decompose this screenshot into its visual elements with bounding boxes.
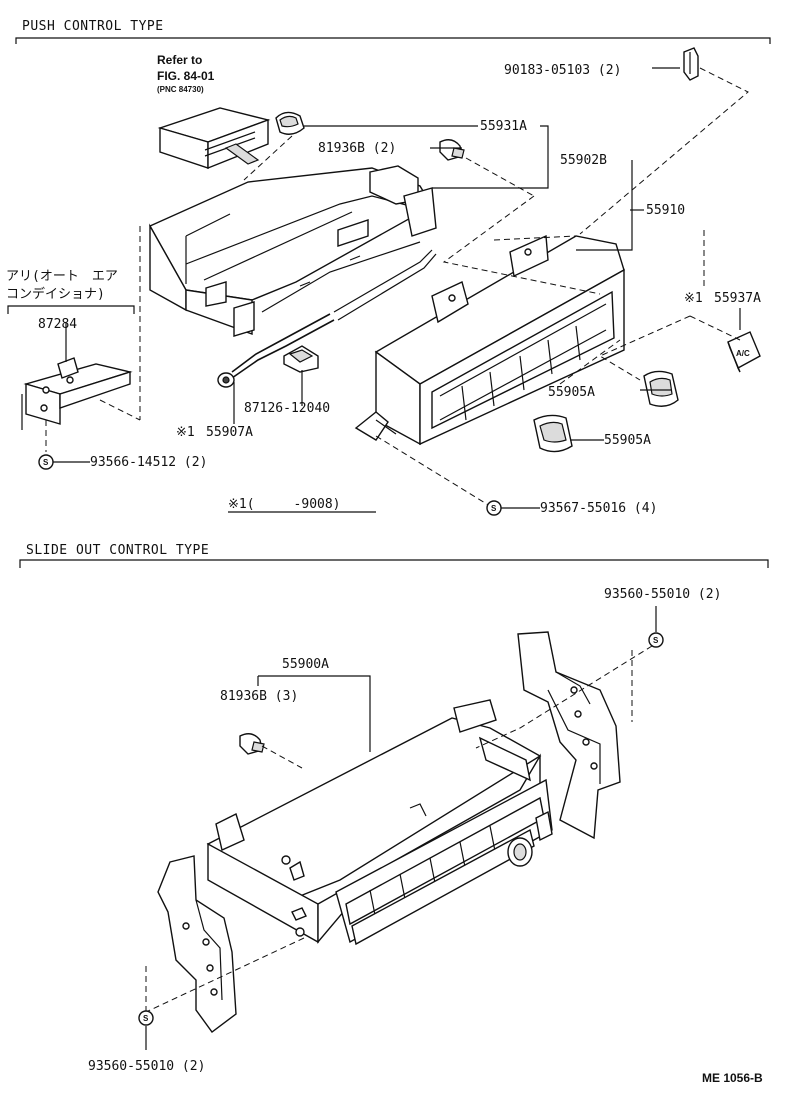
refer-line-1: Refer to [157,53,202,67]
referenced-switch [157,107,271,170]
label-93560-55010-bottom: 93560-55010 (2) [88,1059,205,1074]
label-93560-55010-top: 93560-55010 (2) [604,587,721,602]
s-mark-slide-bottom: S [138,1010,154,1026]
label-87284: 87284 [38,317,77,332]
slide-leader-lines [145,606,657,1050]
label-55902B: 55902B [560,153,607,168]
slide-labels: 93560-55010 (2) 55900A 81936B (3) 93560-… [88,587,763,1085]
part-55937A-ac-button: A/C [727,331,761,373]
label-55905A-lower: 55905A [604,433,651,448]
label-55907A-mark: ※1 [176,425,195,440]
part-55900A-control-unit [206,699,553,946]
push-section-bracket [15,37,771,44]
slide-section-title: SLIDE OUT CONTROL TYPE [26,543,209,558]
part-55931A-knob [243,111,305,181]
slide-section-bracket [19,559,769,568]
push-section-title: PUSH CONTROL TYPE [22,19,164,34]
part-81936B-screw [439,139,465,161]
part-55905A-knob-lower [533,414,573,453]
part-87126-clamp [283,345,319,373]
label-93566-14512: 93566-14512 (2) [90,455,207,470]
applicability-note: ※1( -9008) [228,497,376,513]
push-labels: 90183-05103 (2) 55931A 81936B (2) 55902B… [6,63,761,516]
label-55937A-mark: ※1 [684,291,703,306]
part-81936B-screw-3 [239,733,265,755]
push-section-header: PUSH CONTROL TYPE [15,19,771,44]
applicability-text: ※1( -9008) [228,497,341,512]
label-87126-12040: 87126-12040 [244,401,330,416]
label-55905A-upper: 55905A [548,385,595,400]
left-side-bracket [157,855,237,1033]
note-bracket [7,305,135,314]
ac-button-text: A/C [736,349,750,358]
note-ac-line-1: アリ(オート エア [6,269,118,284]
part-55905A-knob-upper [643,370,679,407]
part-55902B-bracket [149,165,437,337]
note-ac-line-2: コンデイショナ) [6,286,105,302]
label-55931A: 55931A [480,119,527,134]
part-55907A-cable [217,249,437,388]
label-81936B-3: 81936B (3) [220,689,298,704]
push-leader-lines [52,67,741,509]
s-mark-slide-top: S [648,632,664,648]
slide-dashed-leaders [145,645,653,1013]
slide-section-header: SLIDE OUT CONTROL TYPE [19,543,769,568]
right-side-bracket [517,631,621,840]
label-55937A: 55937A [714,291,761,306]
s-mark-push-right: S [486,500,502,516]
svg-text:S: S [143,1014,149,1023]
svg-text:S: S [43,458,49,467]
push-dashed-leaders [45,67,749,507]
figure-code: ME 1056-B [702,1071,763,1085]
part-87284-bracket [21,357,133,430]
refer-line-3: (PNC 84730) [157,85,204,94]
label-55907A: 55907A [206,425,253,440]
refer-line-2: FIG. 84-01 [157,69,215,83]
label-90183-05103: 90183-05103 (2) [504,63,621,78]
label-55910: 55910 [646,203,685,218]
s-mark-push-left: S [38,454,54,470]
part-55910-control-panel [354,234,625,446]
part-90183-clip [683,47,699,81]
label-81936B-2: 81936B (2) [318,141,396,156]
svg-text:S: S [491,504,497,513]
label-93567-55016: 93567-55016 (4) [540,501,657,516]
svg-text:S: S [653,636,659,645]
label-55900A: 55900A [282,657,329,672]
refer-note: Refer to FIG. 84-01 (PNC 84730) [157,53,215,94]
